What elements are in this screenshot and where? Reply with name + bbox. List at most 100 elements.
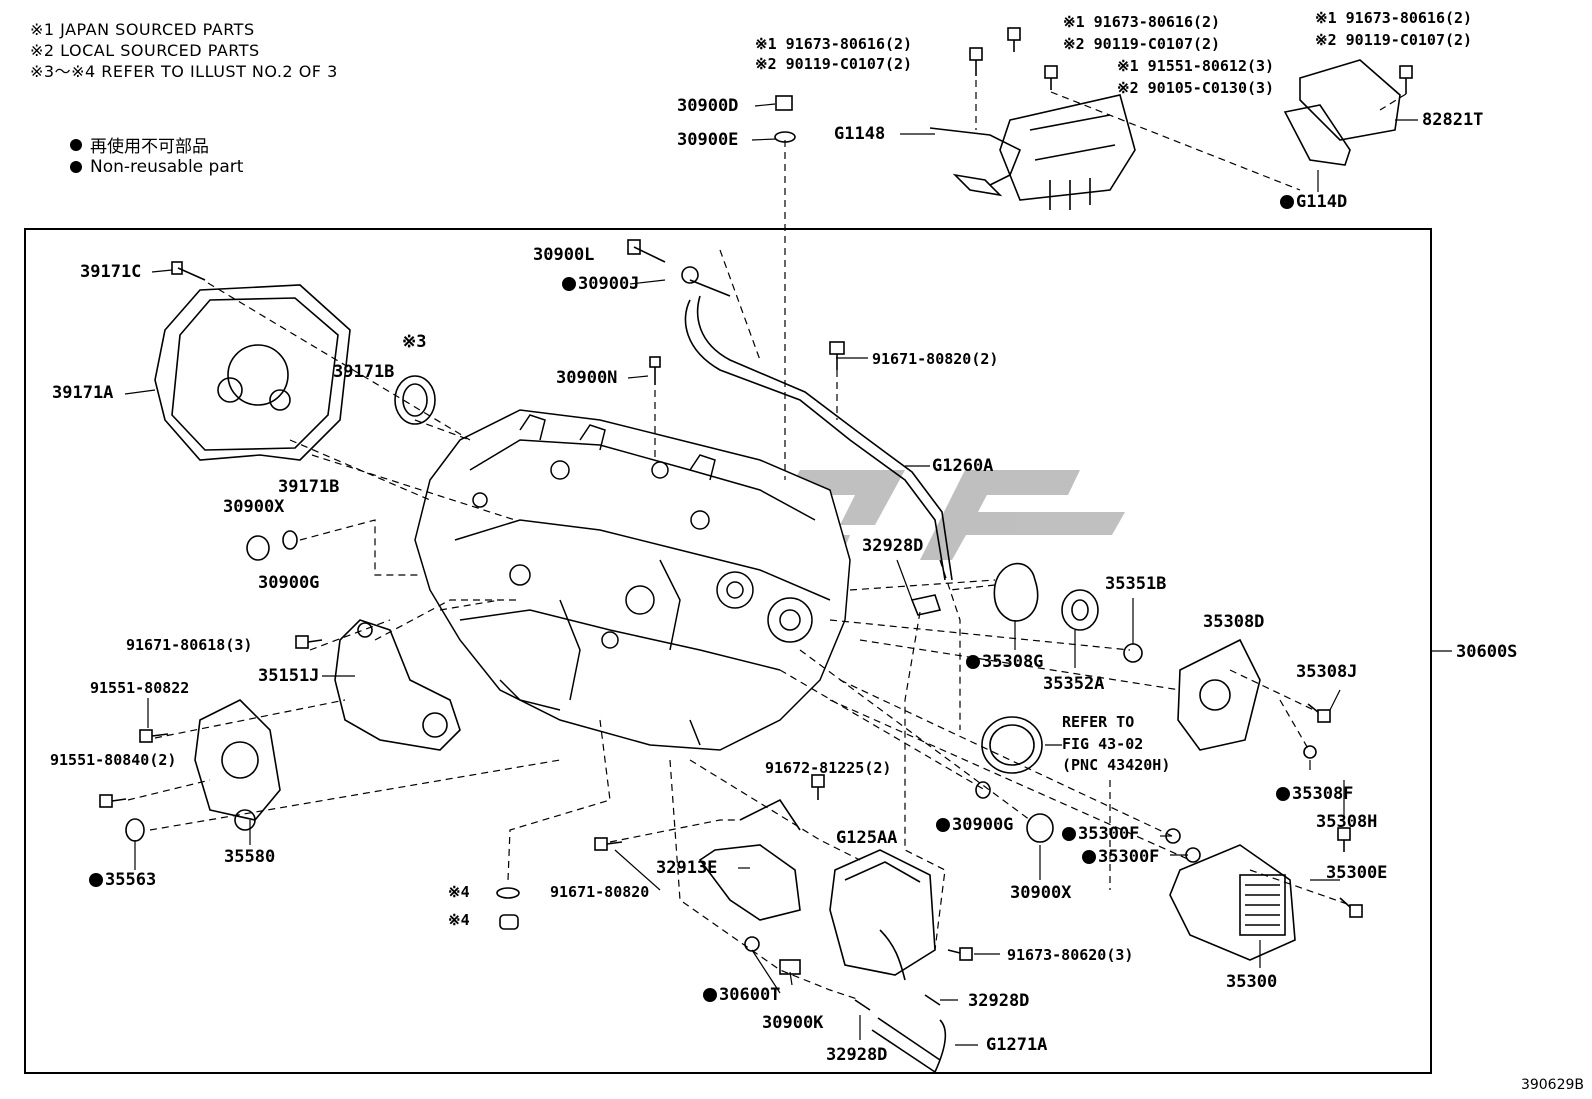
non-reusable-dot-icon bbox=[70, 161, 82, 173]
note-local-sourced: ※2 LOCAL SOURCED PARTS bbox=[30, 41, 260, 60]
non-reusable-dot-icon bbox=[89, 873, 103, 887]
label-32928d-bottom: 32928D bbox=[826, 1045, 888, 1065]
bolts bbox=[99, 27, 1413, 961]
non-reusable-dot-icon bbox=[70, 138, 82, 151]
label-35300f-a: 35300F bbox=[1062, 824, 1139, 844]
label-91671-80618: 91671-80618(3) bbox=[126, 636, 253, 654]
cover-39171a bbox=[154, 284, 351, 461]
label-91551-80612: ※1 91551-80612(3) bbox=[1117, 57, 1275, 75]
label-35308g-text: 35308G bbox=[982, 652, 1044, 672]
label-30900j-text: 30900J bbox=[578, 274, 640, 294]
label-35308d: 35308D bbox=[1203, 612, 1265, 632]
label-ref-4b: ※4 bbox=[448, 911, 470, 929]
note-japan-sourced: ※1 JAPAN SOURCED PARTS bbox=[30, 20, 255, 39]
non-reusable-dot-icon bbox=[703, 988, 717, 1002]
legend-jp: 再使用不可部品 bbox=[70, 132, 209, 157]
cooler-35300 bbox=[1169, 844, 1296, 961]
pump-35151j bbox=[334, 619, 461, 751]
label-30900g-right-text: 30900G bbox=[952, 815, 1014, 835]
label-35300e: 35300E bbox=[1326, 863, 1388, 883]
label-30900d: 30900D bbox=[677, 96, 739, 116]
non-reusable-dot-icon bbox=[1082, 850, 1096, 864]
label-35308j: 35308J bbox=[1296, 662, 1358, 682]
label-91673-80620: 91673-80620(3) bbox=[1007, 946, 1134, 964]
solid-leaders bbox=[124, 103, 1452, 1046]
label-30900g-left: 30900G bbox=[258, 573, 320, 593]
label-91673-80616-a: ※1 91673-80616(2) bbox=[755, 35, 913, 53]
label-30600t: 30600T bbox=[703, 985, 780, 1005]
label-g1260a: G1260A bbox=[932, 456, 994, 476]
label-35300f-a-text: 35300F bbox=[1078, 824, 1140, 844]
label-g125aa: G125AA bbox=[836, 828, 898, 848]
legend-jp-text: 再使用不可部品 bbox=[90, 137, 209, 157]
label-g1271a: G1271A bbox=[986, 1035, 1048, 1055]
label-35580: 35580 bbox=[224, 847, 276, 867]
non-reusable-dot-icon bbox=[936, 818, 950, 832]
diagram-frame bbox=[24, 228, 1432, 1074]
label-30900e: 30900E bbox=[677, 130, 739, 150]
label-30900x-left: 30900X bbox=[223, 497, 285, 517]
label-90119-c0107-b: ※2 90119-C0107(2) bbox=[1063, 35, 1221, 53]
transaxle-case bbox=[414, 409, 851, 751]
label-g1148: G1148 bbox=[834, 124, 886, 144]
label-30900k: 30900K bbox=[762, 1013, 824, 1033]
bracket-32913e bbox=[698, 798, 801, 921]
label-35300f-b-text: 35300F bbox=[1098, 847, 1160, 867]
cover-82821t bbox=[1283, 59, 1401, 166]
label-35563: 35563 bbox=[89, 870, 156, 890]
pump-35580 bbox=[125, 699, 281, 842]
label-91671-80820: 91671-80820 bbox=[550, 883, 650, 901]
non-reusable-dot-icon bbox=[1062, 827, 1076, 841]
label-30900j: 30900J bbox=[562, 274, 639, 294]
valve-body-g1148 bbox=[929, 94, 1136, 210]
label-35300: 35300 bbox=[1226, 972, 1278, 992]
filter-parts bbox=[993, 562, 1143, 663]
legend-en-text: Non-reusable part bbox=[90, 157, 244, 177]
label-35308f-text: 35308F bbox=[1292, 784, 1354, 804]
label-32928d-top: 32928D bbox=[862, 536, 924, 556]
oil-seal bbox=[394, 375, 436, 425]
label-g114d-text: G114D bbox=[1296, 192, 1348, 212]
label-30900l: 30900L bbox=[533, 245, 595, 265]
label-refer-to: REFER TO bbox=[1062, 713, 1135, 731]
label-91671-80820-2: 91671-80820(2) bbox=[872, 350, 999, 368]
label-refer-pnc: (PNC 43420H) bbox=[1062, 756, 1171, 774]
label-35351b: 35351B bbox=[1105, 574, 1167, 594]
label-refer-fig: FIG 43-02 bbox=[1062, 735, 1144, 753]
label-32928d-mid: 32928D bbox=[968, 991, 1030, 1011]
label-ref-3: ※3 bbox=[402, 332, 427, 352]
label-35563-text: 35563 bbox=[105, 870, 157, 890]
label-82821t: 82821T bbox=[1422, 110, 1484, 130]
note-refer-illust: ※3～※4 REFER TO ILLUST NO.2 OF 3 bbox=[30, 62, 338, 81]
label-91673-80616-b: ※1 91673-80616(2) bbox=[1063, 13, 1221, 31]
label-ref-4a: ※4 bbox=[448, 883, 470, 901]
label-91672-81225: 91672-81225(2) bbox=[765, 759, 892, 777]
label-39171c: 39171C bbox=[80, 262, 142, 282]
non-reusable-dot-icon bbox=[1276, 787, 1290, 801]
label-35308g: 35308G bbox=[966, 652, 1043, 672]
label-39171a: 39171A bbox=[52, 383, 114, 403]
legend-en: Non-reusable part bbox=[70, 157, 243, 177]
label-35300f-b: 35300F bbox=[1082, 847, 1159, 867]
non-reusable-dot-icon bbox=[562, 277, 576, 291]
label-30900g-right: 30900G bbox=[936, 815, 1013, 835]
non-reusable-dot-icon bbox=[966, 655, 980, 669]
label-g114d: G114D bbox=[1280, 192, 1347, 212]
hose-g1271a bbox=[854, 594, 947, 1073]
label-35308h: 35308H bbox=[1316, 812, 1378, 832]
label-90105-c0130: ※2 90105-C0130(3) bbox=[1117, 79, 1275, 97]
label-35151j: 35151J bbox=[258, 666, 320, 686]
cooler-g125aa bbox=[829, 849, 936, 981]
pipe-g1260a bbox=[681, 266, 953, 581]
label-30600s: 30600S bbox=[1456, 642, 1518, 662]
label-91673-80616-c: ※1 91673-80616(2) bbox=[1315, 9, 1473, 27]
label-91551-80840: 91551-80840(2) bbox=[50, 751, 177, 769]
label-30900x-right: 30900X bbox=[1010, 883, 1072, 903]
label-90119-c0107-a: ※2 90119-C0107(2) bbox=[755, 55, 913, 73]
label-30600t-text: 30600T bbox=[719, 985, 781, 1005]
label-35308f: 35308F bbox=[1276, 784, 1353, 804]
cover-35308d bbox=[1177, 638, 1261, 751]
label-35352a: 35352A bbox=[1043, 674, 1105, 694]
